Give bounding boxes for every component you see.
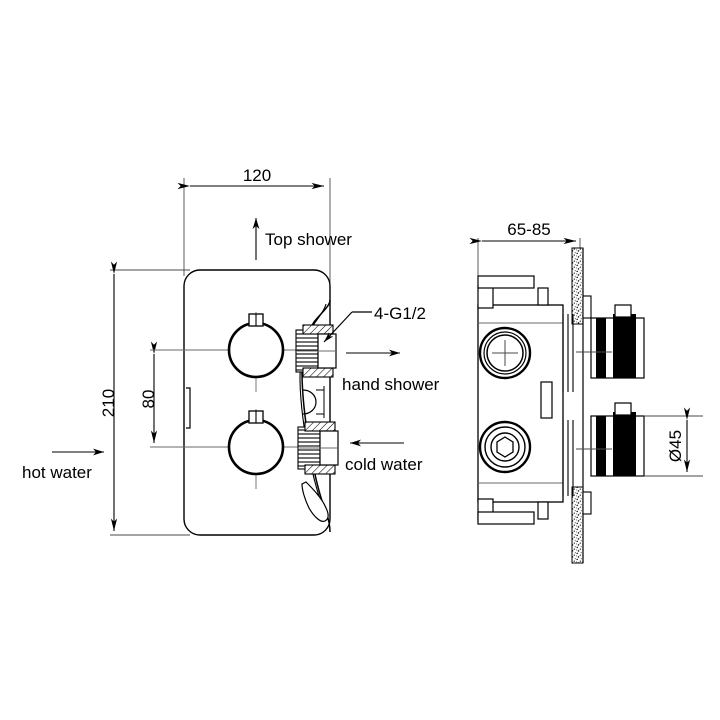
port-lower-flange-top [304,421,336,432]
side-mid-tab [540,381,553,419]
side-body-reference-lines [478,322,563,484]
knob-dia-label: Ø45 [666,430,685,462]
spindle-lines-lower [562,420,574,496]
port-lower-flange-bottom [304,464,336,475]
spindle-lines-upper [562,314,574,392]
dimension-height-210: 210 [99,261,118,531]
bottom-outlet-tail [301,481,329,522]
ear-top-left [477,285,494,309]
knob-upper[interactable] [576,304,645,379]
front-view: 120 210 80 [22,166,440,536]
wall-tab-lower [582,491,592,515]
body-right-profile [299,299,331,533]
dimension-width-label: 120 [243,166,271,185]
cartridge-lens-detail [302,389,317,415]
annotation-hand-shower: hand shower [342,349,440,394]
dimension-spacing-80: 80 [139,341,158,443]
side-mounting-ears [477,275,553,525]
knob-upper-stem [614,304,632,318]
body-side-slot [186,387,191,429]
annotation-cold-water: cold water [345,439,423,474]
depth-dimension-label: 65-85 [507,220,550,239]
dimension-knob-diameter: Ø45 [644,407,703,477]
hot-water-label: hot water [22,463,92,482]
wall-upper-segment [571,247,584,325]
cold-water-label: cold water [345,455,423,474]
annotation-top-shower: Top shower [252,218,352,260]
thread-callout-leader [323,311,353,343]
knob-lower-band-left [596,416,606,476]
wall-section [571,247,592,564]
ear-bottom-right-tab [537,501,549,520]
ear-top-right-tab [537,287,549,306]
side-port-lower-hex [496,436,514,458]
knob-lower-band-right [613,412,636,476]
handle-lower[interactable] [227,410,285,476]
port-upper-hand-shower [295,324,337,378]
annotation-thread-callout: 4-G1/2 [323,304,426,343]
port-upper-flange-top [302,324,334,335]
hand-shower-label: hand shower [342,375,440,394]
top-shower-label: Top shower [265,230,352,249]
dimension-spacing-label: 80 [139,390,158,409]
valve-body-outline [183,269,331,536]
ear-top-bar [477,275,535,289]
knob-lower-stem [614,402,632,416]
port-lower-cold-water [297,421,339,475]
handle-lower-circle[interactable] [227,418,285,476]
handle-upper[interactable] [227,313,285,379]
annotation-hot-water: hot water [22,448,104,482]
side-port-upper [478,326,532,380]
knob-lower[interactable] [576,402,645,477]
thread-callout-label: 4-G1/2 [374,304,426,323]
ear-bottom-bar [477,511,535,525]
side-section-view: 65-85 [469,220,703,564]
knob-upper-band-left [596,318,606,378]
profile-inner-curve [299,303,327,507]
handle-upper-circle[interactable] [227,321,285,379]
dimension-width-120: 120 [177,166,324,190]
knob-upper-band-right [613,314,636,378]
wall-lower-segment [571,486,584,564]
side-port-lower [478,420,532,474]
dimension-height-label: 210 [99,389,118,417]
port-upper-flange-bottom [302,367,334,378]
wall-tab-upper [582,295,592,319]
